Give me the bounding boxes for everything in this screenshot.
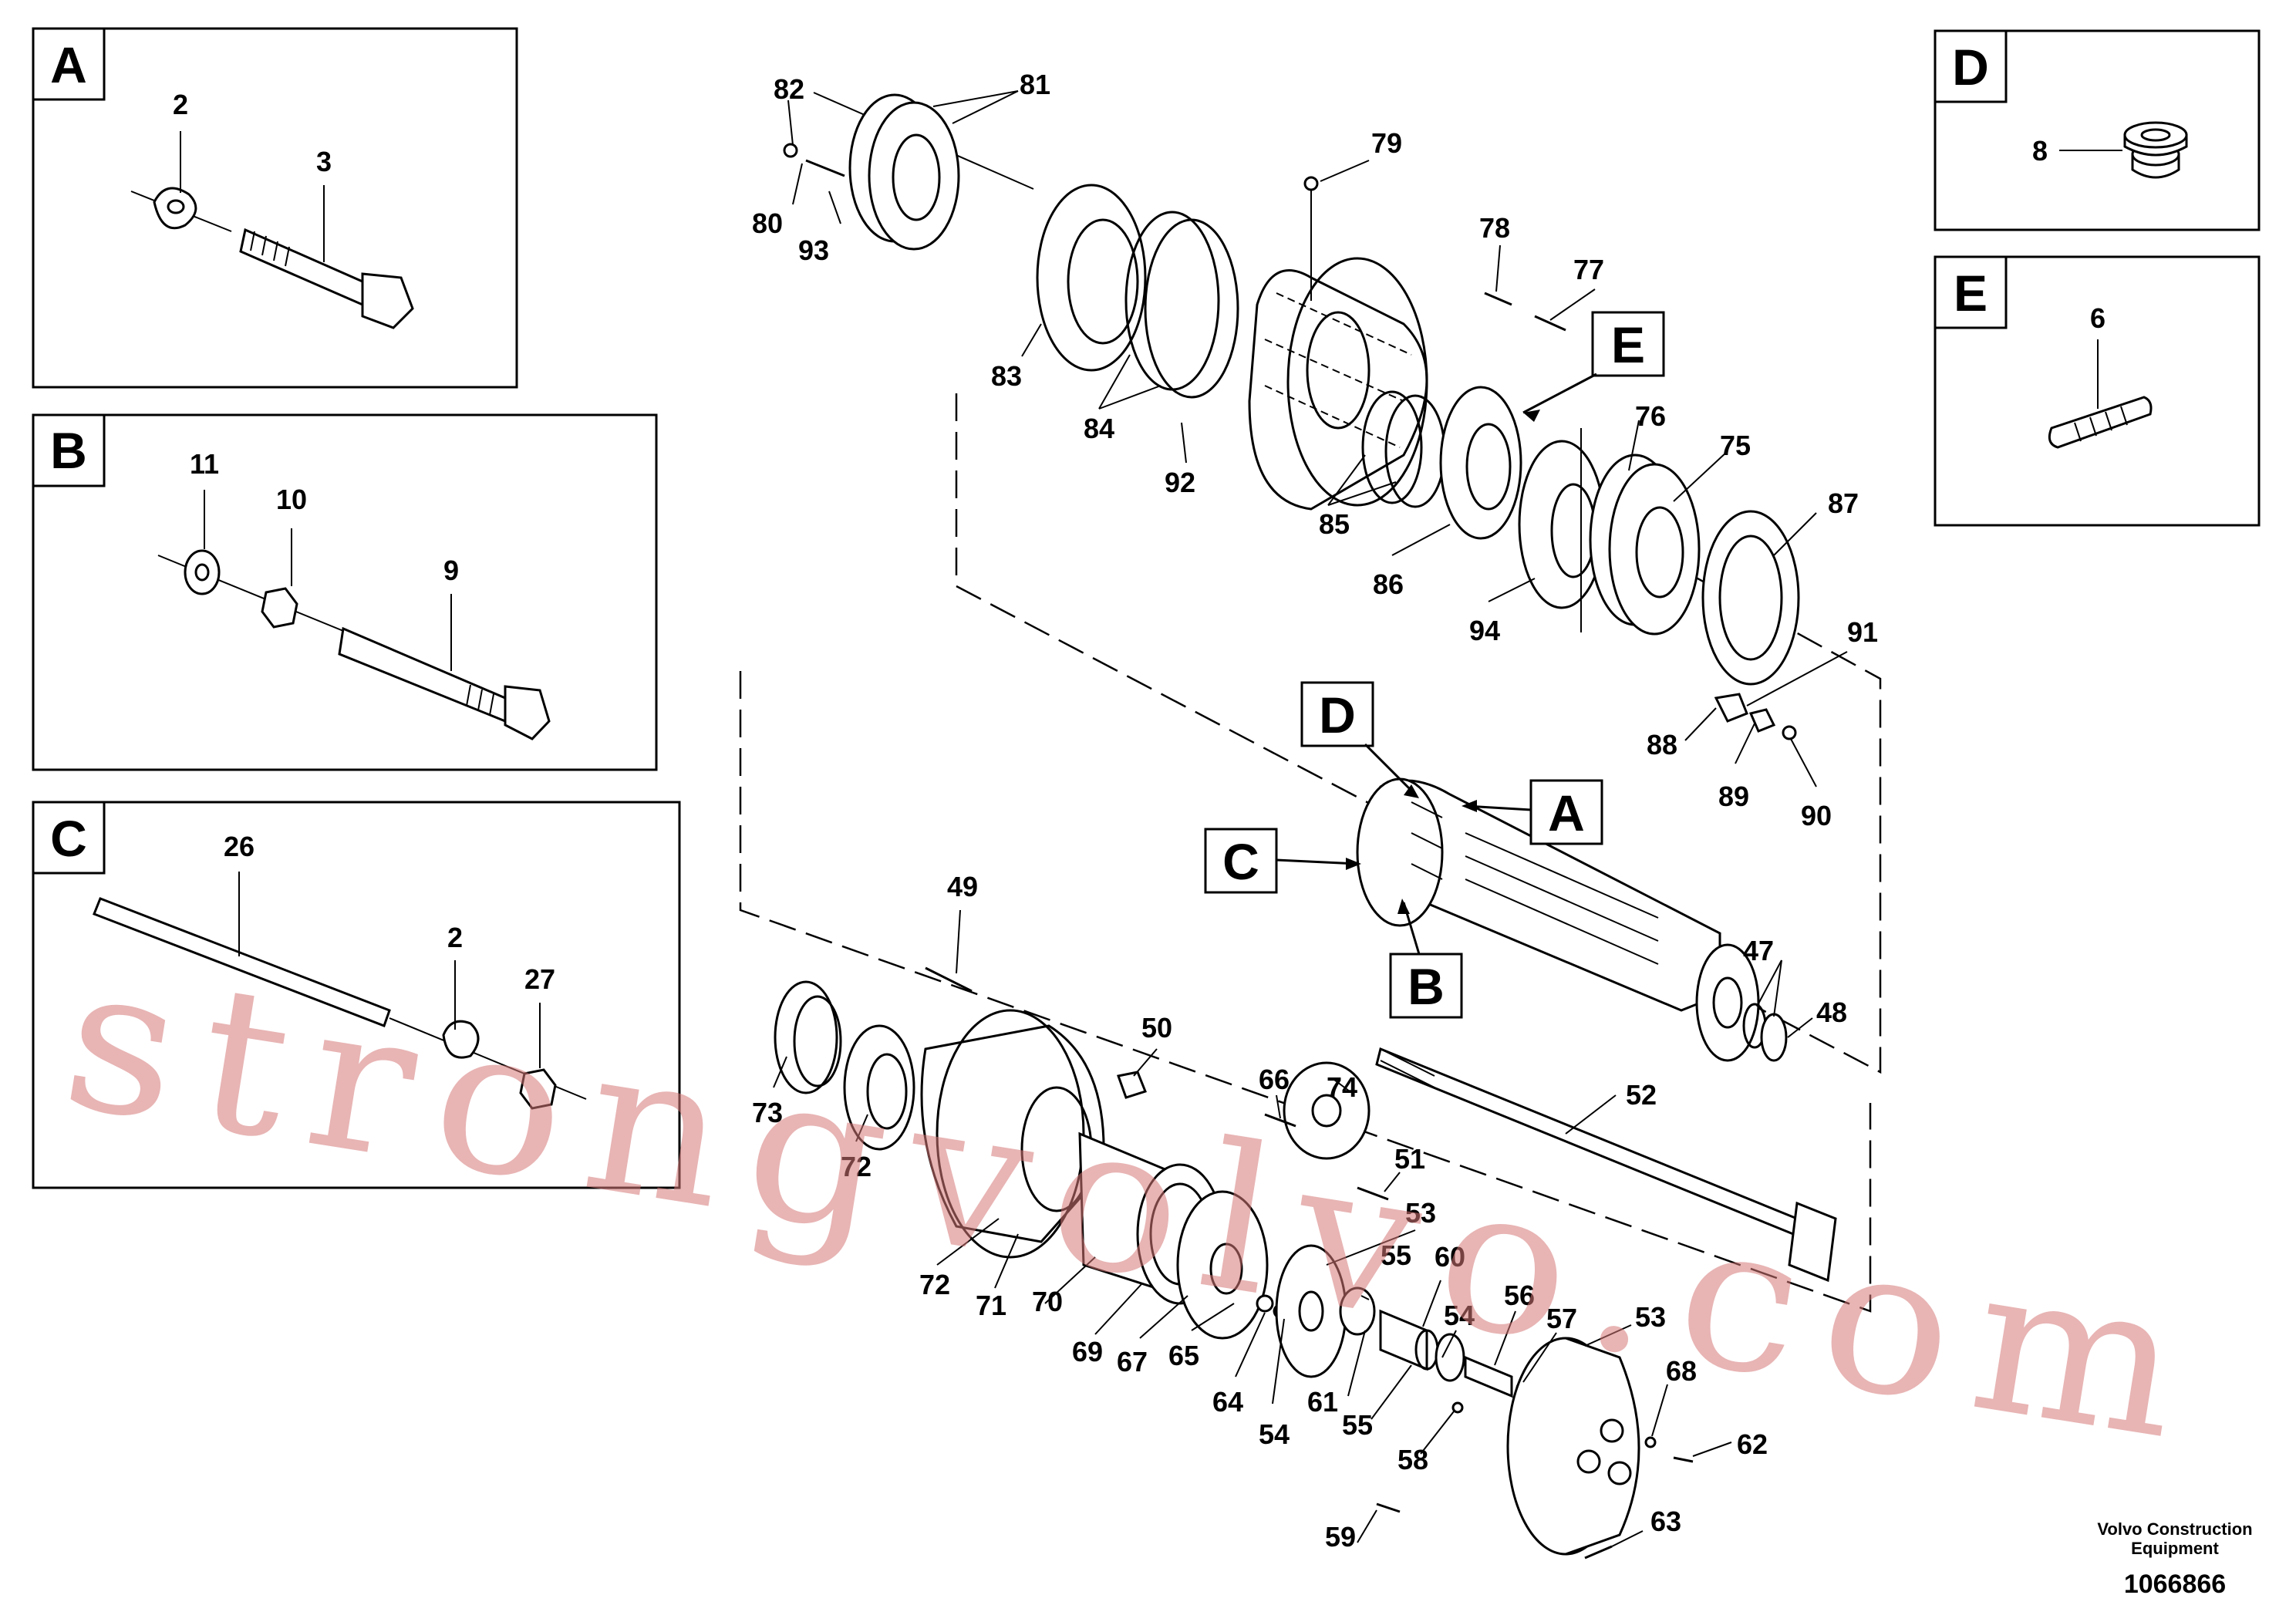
- label-55a: 55: [1381, 1239, 1411, 1271]
- label-a-2: 2: [173, 89, 188, 120]
- label-88: 88: [1647, 729, 1677, 760]
- detail-letter-b: B: [50, 422, 87, 479]
- hub-planetary-assembly: [774, 966, 1837, 1560]
- label-e-6: 6: [2090, 302, 2106, 334]
- footer: Volvo Construction Equipment 1066866: [2097, 1519, 2252, 1599]
- label-c-26: 26: [224, 831, 255, 862]
- svg-text:B: B: [1408, 958, 1445, 1015]
- detail-box-e: E 6: [1934, 255, 2261, 527]
- watermark: strongvolvo.com: [50, 920, 2220, 1488]
- label-c-2: 2: [447, 922, 463, 953]
- callout-c: C: [1204, 828, 1361, 894]
- label-54b: 54: [1444, 1300, 1475, 1331]
- label-60: 60: [1435, 1241, 1465, 1273]
- label-b-11: 11: [190, 448, 219, 480]
- label-58: 58: [1397, 1444, 1428, 1475]
- label-85: 85: [1319, 508, 1350, 540]
- label-47: 47: [1743, 935, 1774, 966]
- label-66: 66: [1259, 1064, 1290, 1095]
- callout-b: B: [1389, 899, 1463, 1019]
- label-53a: 53: [1405, 1197, 1436, 1229]
- label-74: 74: [1327, 1071, 1357, 1103]
- label-50: 50: [1141, 1012, 1172, 1044]
- label-91: 91: [1847, 616, 1878, 648]
- label-69: 69: [1072, 1336, 1103, 1367]
- label-80: 80: [752, 207, 783, 239]
- detail-letter-c: C: [50, 810, 87, 867]
- label-67: 67: [1117, 1346, 1148, 1378]
- label-75: 75: [1720, 430, 1751, 461]
- svg-text:D: D: [1319, 686, 1356, 744]
- drawing-number: 1066866: [2124, 1570, 2226, 1599]
- svg-text:A: A: [1548, 784, 1585, 841]
- label-55b: 55: [1342, 1409, 1373, 1441]
- label-57: 57: [1546, 1303, 1577, 1334]
- label-54a: 54: [1259, 1418, 1290, 1450]
- svg-text:C: C: [1222, 833, 1259, 890]
- company-line2: Equipment: [2131, 1539, 2219, 1558]
- company-line1: Volvo Construction: [2097, 1519, 2252, 1539]
- label-93: 93: [798, 234, 829, 266]
- label-78: 78: [1479, 212, 1510, 244]
- label-81: 81: [1020, 69, 1050, 100]
- svg-text:E: E: [1611, 316, 1645, 373]
- label-a-3: 3: [316, 146, 332, 177]
- label-68: 68: [1666, 1355, 1697, 1387]
- detail-box-d: D 8: [1934, 29, 2261, 231]
- axle-housing: [1356, 777, 1788, 1062]
- label-79: 79: [1371, 127, 1402, 159]
- label-b-10: 10: [276, 484, 307, 515]
- label-64: 64: [1212, 1386, 1243, 1418]
- label-48: 48: [1816, 996, 1847, 1028]
- label-61: 61: [1307, 1386, 1338, 1418]
- label-73: 73: [752, 1097, 783, 1128]
- label-49: 49: [947, 871, 978, 902]
- callout-a: A: [1462, 779, 1603, 845]
- label-56: 56: [1504, 1280, 1535, 1311]
- detail-letter-a: A: [50, 36, 87, 93]
- label-62: 62: [1737, 1428, 1768, 1460]
- assembly-outlines: [739, 393, 1882, 1313]
- label-72a: 72: [841, 1151, 872, 1182]
- label-86: 86: [1373, 568, 1404, 600]
- label-87: 87: [1828, 487, 1859, 519]
- label-90: 90: [1801, 800, 1832, 831]
- label-76: 76: [1635, 400, 1666, 432]
- brake-assembly: [783, 92, 1800, 740]
- callout-e: E: [1522, 311, 1665, 422]
- detail-box-a: A 2 3: [32, 27, 518, 389]
- label-65: 65: [1168, 1340, 1199, 1371]
- detail-letter-e: E: [1954, 265, 1988, 322]
- label-63: 63: [1650, 1506, 1681, 1537]
- label-72b: 72: [919, 1269, 950, 1300]
- label-b-9: 9: [443, 555, 459, 586]
- label-53b: 53: [1635, 1301, 1666, 1333]
- leader-lines: [773, 90, 1848, 1547]
- label-94: 94: [1469, 615, 1500, 646]
- label-52: 52: [1626, 1079, 1657, 1111]
- label-82: 82: [774, 73, 804, 105]
- callout-d: D: [1300, 681, 1419, 798]
- label-59: 59: [1325, 1521, 1356, 1553]
- label-d-8: 8: [2032, 135, 2048, 167]
- label-51: 51: [1394, 1143, 1425, 1175]
- label-89: 89: [1718, 781, 1749, 812]
- label-83: 83: [991, 360, 1022, 392]
- label-84: 84: [1084, 413, 1114, 444]
- detail-box-c: C 26 2 27: [32, 801, 681, 1189]
- part-labels: 82 81 80 93 79 78 77 83 84 92 85 86 76 7…: [752, 69, 1878, 1553]
- label-71: 71: [976, 1290, 1006, 1321]
- detail-letter-d: D: [1952, 39, 1989, 96]
- label-c-27: 27: [524, 963, 555, 995]
- label-92: 92: [1165, 467, 1195, 498]
- label-70: 70: [1032, 1286, 1063, 1317]
- detail-box-b: B 11 10 9: [32, 413, 658, 771]
- label-77: 77: [1573, 254, 1604, 285]
